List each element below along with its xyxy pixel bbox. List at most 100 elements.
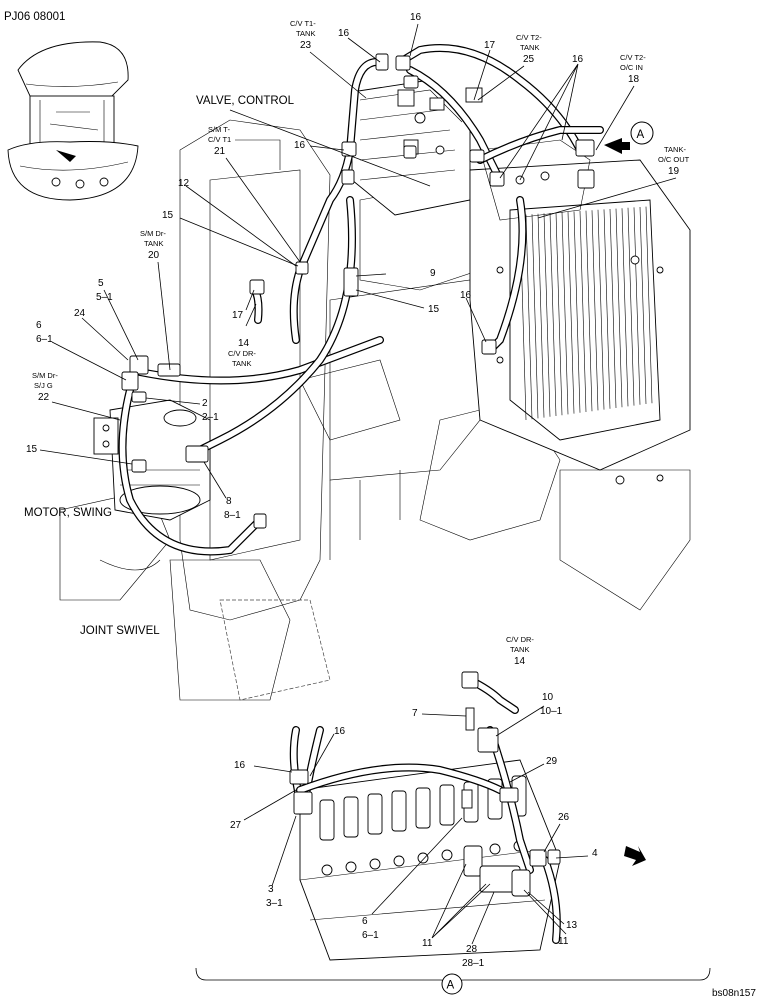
callout-4: 4 bbox=[592, 848, 598, 859]
valve-port bbox=[345, 861, 357, 873]
hose-label-sm-dr-sj-g: S/M Dr- S/J G 22 bbox=[32, 371, 58, 403]
view-arrow-detail bbox=[624, 846, 646, 866]
callout-14: 14 bbox=[238, 338, 250, 349]
hose-label-line: TANK bbox=[296, 29, 315, 38]
hose-label-number: 14 bbox=[514, 656, 526, 667]
hose-label-number: 20 bbox=[148, 250, 160, 261]
cooler-fin bbox=[537, 213, 545, 418]
callout-17: 17 bbox=[484, 40, 496, 51]
hose-label-line: C/V T1 bbox=[208, 135, 231, 144]
valve-spool bbox=[439, 784, 455, 826]
hose-label-line: S/M Dr- bbox=[32, 371, 58, 380]
cooler-fin bbox=[555, 212, 563, 416]
hose-label-line: O/C OUT bbox=[658, 155, 690, 164]
page-code: PJ06 08001 bbox=[4, 11, 65, 23]
callout-3-1: 3–1 bbox=[266, 898, 283, 909]
cooler-fin bbox=[609, 208, 617, 409]
cooler-fin bbox=[543, 213, 551, 417]
hose-label-number: 23 bbox=[300, 40, 312, 51]
cooler-fin bbox=[615, 208, 623, 408]
valve-spool bbox=[319, 799, 335, 841]
hose-label-line: TANK bbox=[510, 645, 529, 654]
hose-label-number: 25 bbox=[523, 54, 535, 65]
callout-16: 16 bbox=[334, 726, 346, 737]
hose-label-number: 22 bbox=[38, 392, 50, 403]
callout-7: 7 bbox=[412, 708, 418, 719]
callout-2: 2 bbox=[202, 398, 208, 409]
swing-motor bbox=[93, 399, 211, 521]
callout-29: 29 bbox=[546, 756, 558, 767]
title-valve-control: VALVE, CONTROL bbox=[196, 95, 295, 107]
callout-5: 5 bbox=[98, 278, 104, 289]
hose-label-line: O/C IN bbox=[620, 63, 643, 72]
hose-label-line: S/J G bbox=[34, 381, 53, 390]
cooler-fin bbox=[531, 214, 539, 419]
fittings-top bbox=[121, 53, 595, 529]
cooler-fin bbox=[549, 212, 557, 417]
callout-16: 16 bbox=[460, 290, 472, 301]
callout-2-1: 2–1 bbox=[202, 412, 219, 423]
hose-label-sm-t-cv-t1: S/M T- C/V T1 21 bbox=[208, 125, 231, 157]
hose-label-line: TANK bbox=[144, 239, 163, 248]
cooler-fin bbox=[585, 210, 593, 412]
callout-3: 3 bbox=[268, 884, 274, 895]
hose-label-tank-oc-out: TANK- O/C OUT 19 bbox=[658, 145, 690, 177]
control-valve bbox=[351, 79, 483, 216]
view-arrow-top bbox=[604, 138, 630, 154]
callout-10: 10 bbox=[542, 692, 554, 703]
valve-spool bbox=[391, 790, 407, 832]
view-marker-bottom bbox=[441, 973, 463, 995]
hose-label-line: C/V T2- bbox=[620, 53, 646, 62]
callout-28: 28 bbox=[466, 944, 478, 955]
hose-label-number: 21 bbox=[214, 146, 226, 157]
hose-label-line: S/M Dr- bbox=[140, 229, 166, 238]
callout-15: 15 bbox=[428, 304, 440, 315]
callout-26: 26 bbox=[558, 812, 570, 823]
valve-spool bbox=[367, 793, 383, 835]
hose-label-number: 18 bbox=[628, 74, 640, 85]
callout-11: 11 bbox=[558, 936, 569, 947]
callout-9: 9 bbox=[430, 268, 436, 279]
cooler-fin bbox=[567, 211, 575, 414]
title-joint-swivel: JOINT SWIVEL bbox=[80, 625, 160, 637]
cooler-fin bbox=[573, 211, 581, 413]
cooler-fin bbox=[561, 212, 569, 415]
cooler-fin bbox=[621, 208, 629, 407]
valve-port bbox=[417, 852, 429, 864]
callout-12: 12 bbox=[178, 178, 190, 189]
hose-label-cv-dr-tank: C/V DR- TANK bbox=[228, 349, 256, 368]
callout-17: 17 bbox=[232, 310, 244, 321]
callout-6-1: 6–1 bbox=[36, 334, 53, 345]
hose-label-cv-t2-oc-in: C/V T2- O/C IN 18 bbox=[620, 53, 646, 85]
cooler-fin bbox=[645, 206, 653, 404]
cooler-fin bbox=[597, 209, 605, 410]
callout-13: 13 bbox=[566, 920, 578, 931]
callout-6: 6 bbox=[36, 320, 42, 331]
callout-6-1: 6–1 bbox=[362, 930, 379, 941]
view-marker-bottom-label: A bbox=[447, 980, 455, 992]
hose-label-line: TANK- bbox=[664, 145, 686, 154]
valve-spool bbox=[343, 796, 359, 838]
cooler-fin bbox=[627, 207, 635, 406]
callouts: 16 16 17 16 16 12 15 9 15 16 17 14 5 5–1… bbox=[26, 12, 598, 969]
hose-label-line: S/M T- bbox=[208, 125, 230, 134]
callout-24: 24 bbox=[74, 308, 86, 319]
callout-16: 16 bbox=[234, 760, 246, 771]
callout-28-1: 28–1 bbox=[462, 958, 485, 969]
hose-label-cv-t2-tank: C/V T2- TANK 25 bbox=[516, 33, 542, 65]
cooler-fin bbox=[603, 209, 611, 409]
cooler-fin bbox=[633, 207, 641, 405]
hose-label-line: C/V T2- bbox=[516, 33, 542, 42]
callout-11: 11 bbox=[422, 938, 433, 949]
hose-label-number: 19 bbox=[668, 166, 680, 177]
callout-16: 16 bbox=[572, 54, 584, 65]
hose-label-line: TANK bbox=[232, 359, 251, 368]
machine-thumbnail bbox=[7, 41, 139, 201]
callout-10-1: 10–1 bbox=[540, 706, 563, 717]
view-marker-top-label: A bbox=[637, 129, 645, 141]
callout-8-1: 8–1 bbox=[224, 510, 241, 521]
hose-label-cv-t1-tank: C/V T1- TANK 23 bbox=[290, 19, 316, 51]
cooler-fin bbox=[525, 214, 533, 420]
hose-label-cv-dr-tank-detail: C/V DR- TANK 14 bbox=[506, 635, 534, 667]
